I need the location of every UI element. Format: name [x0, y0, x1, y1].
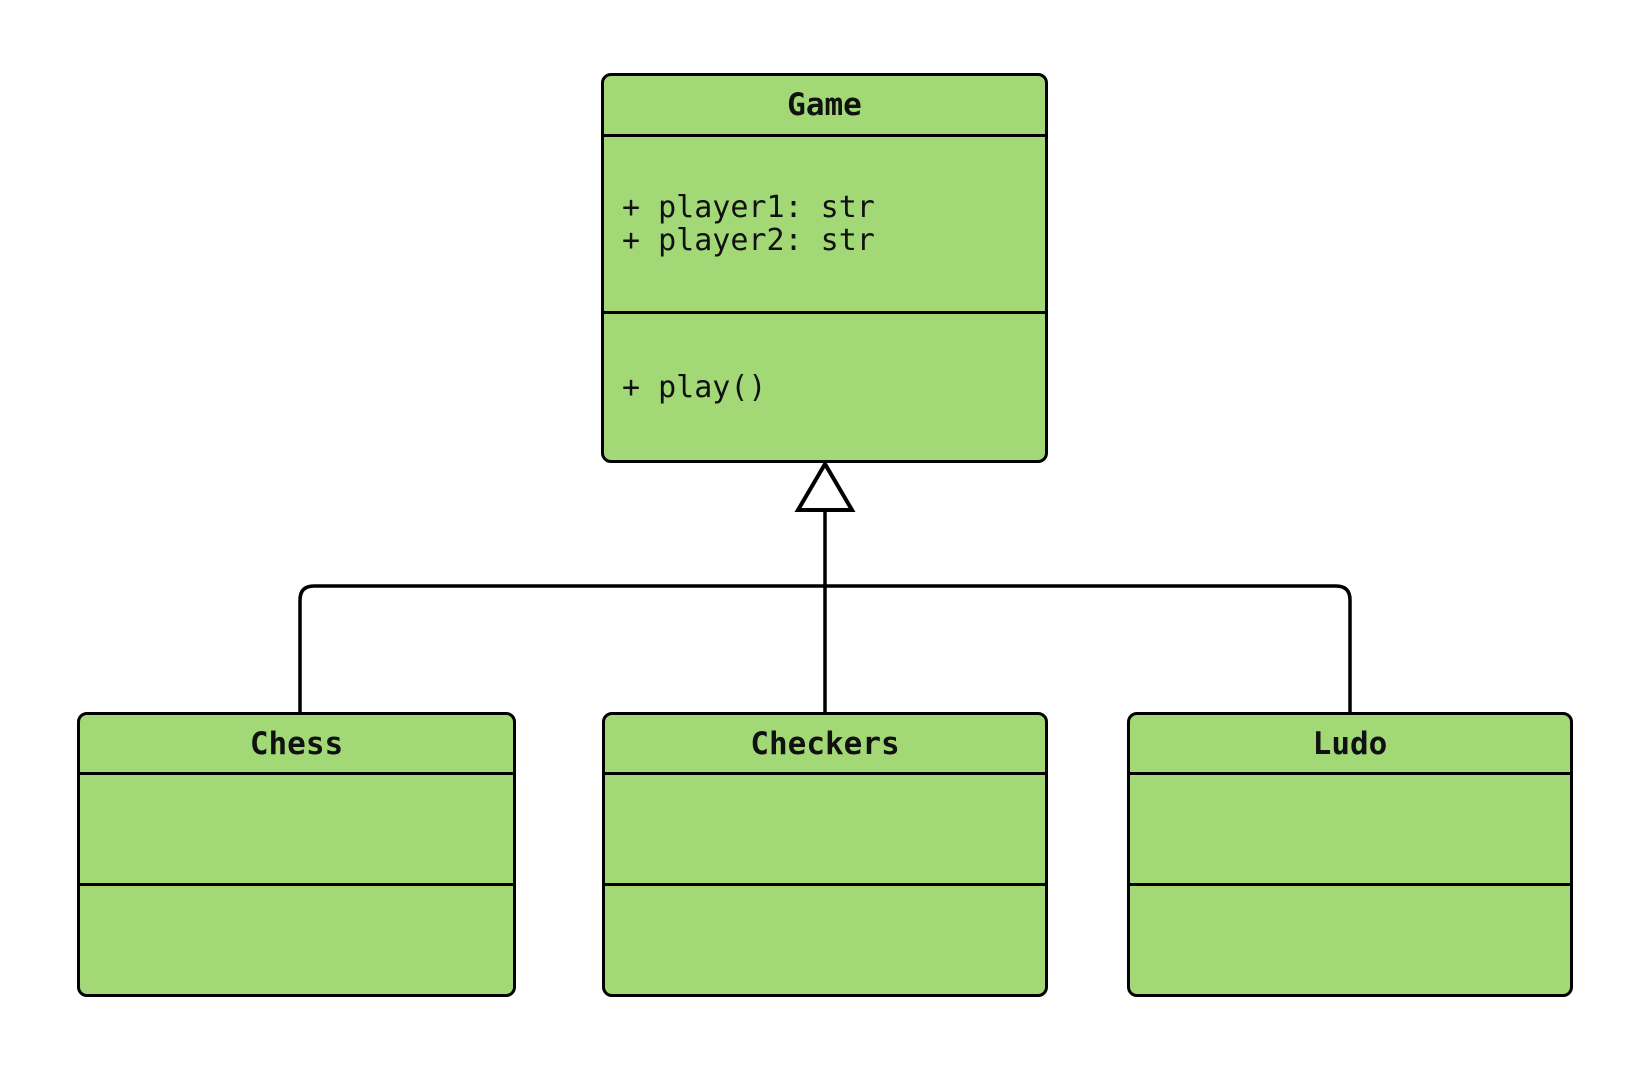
class-box-checkers: Checkers [602, 712, 1048, 997]
class-attributes-checkers [605, 775, 1045, 886]
class-box-game: Game + player1: str + player2: str + pla… [601, 73, 1048, 463]
attribute-line: + player2: str [622, 223, 875, 258]
class-title-game: Game [604, 76, 1045, 137]
class-attributes-ludo [1130, 775, 1570, 886]
class-methods-checkers [605, 886, 1045, 994]
inheritance-triangle-icon [794, 460, 856, 512]
class-methods-game: + play() [604, 314, 1045, 460]
class-title-chess: Chess [80, 715, 513, 775]
class-box-ludo: Ludo [1127, 712, 1573, 997]
method-line: + play() [622, 369, 767, 405]
class-title-checkers: Checkers [605, 715, 1045, 775]
class-attributes-game: + player1: str + player2: str [604, 137, 1045, 314]
class-attributes-chess [80, 775, 513, 886]
attribute-line: + player1: str [622, 190, 875, 225]
class-box-chess: Chess [77, 712, 516, 997]
class-methods-ludo [1130, 886, 1570, 994]
class-title-ludo: Ludo [1130, 715, 1570, 775]
class-methods-chess [80, 886, 513, 994]
